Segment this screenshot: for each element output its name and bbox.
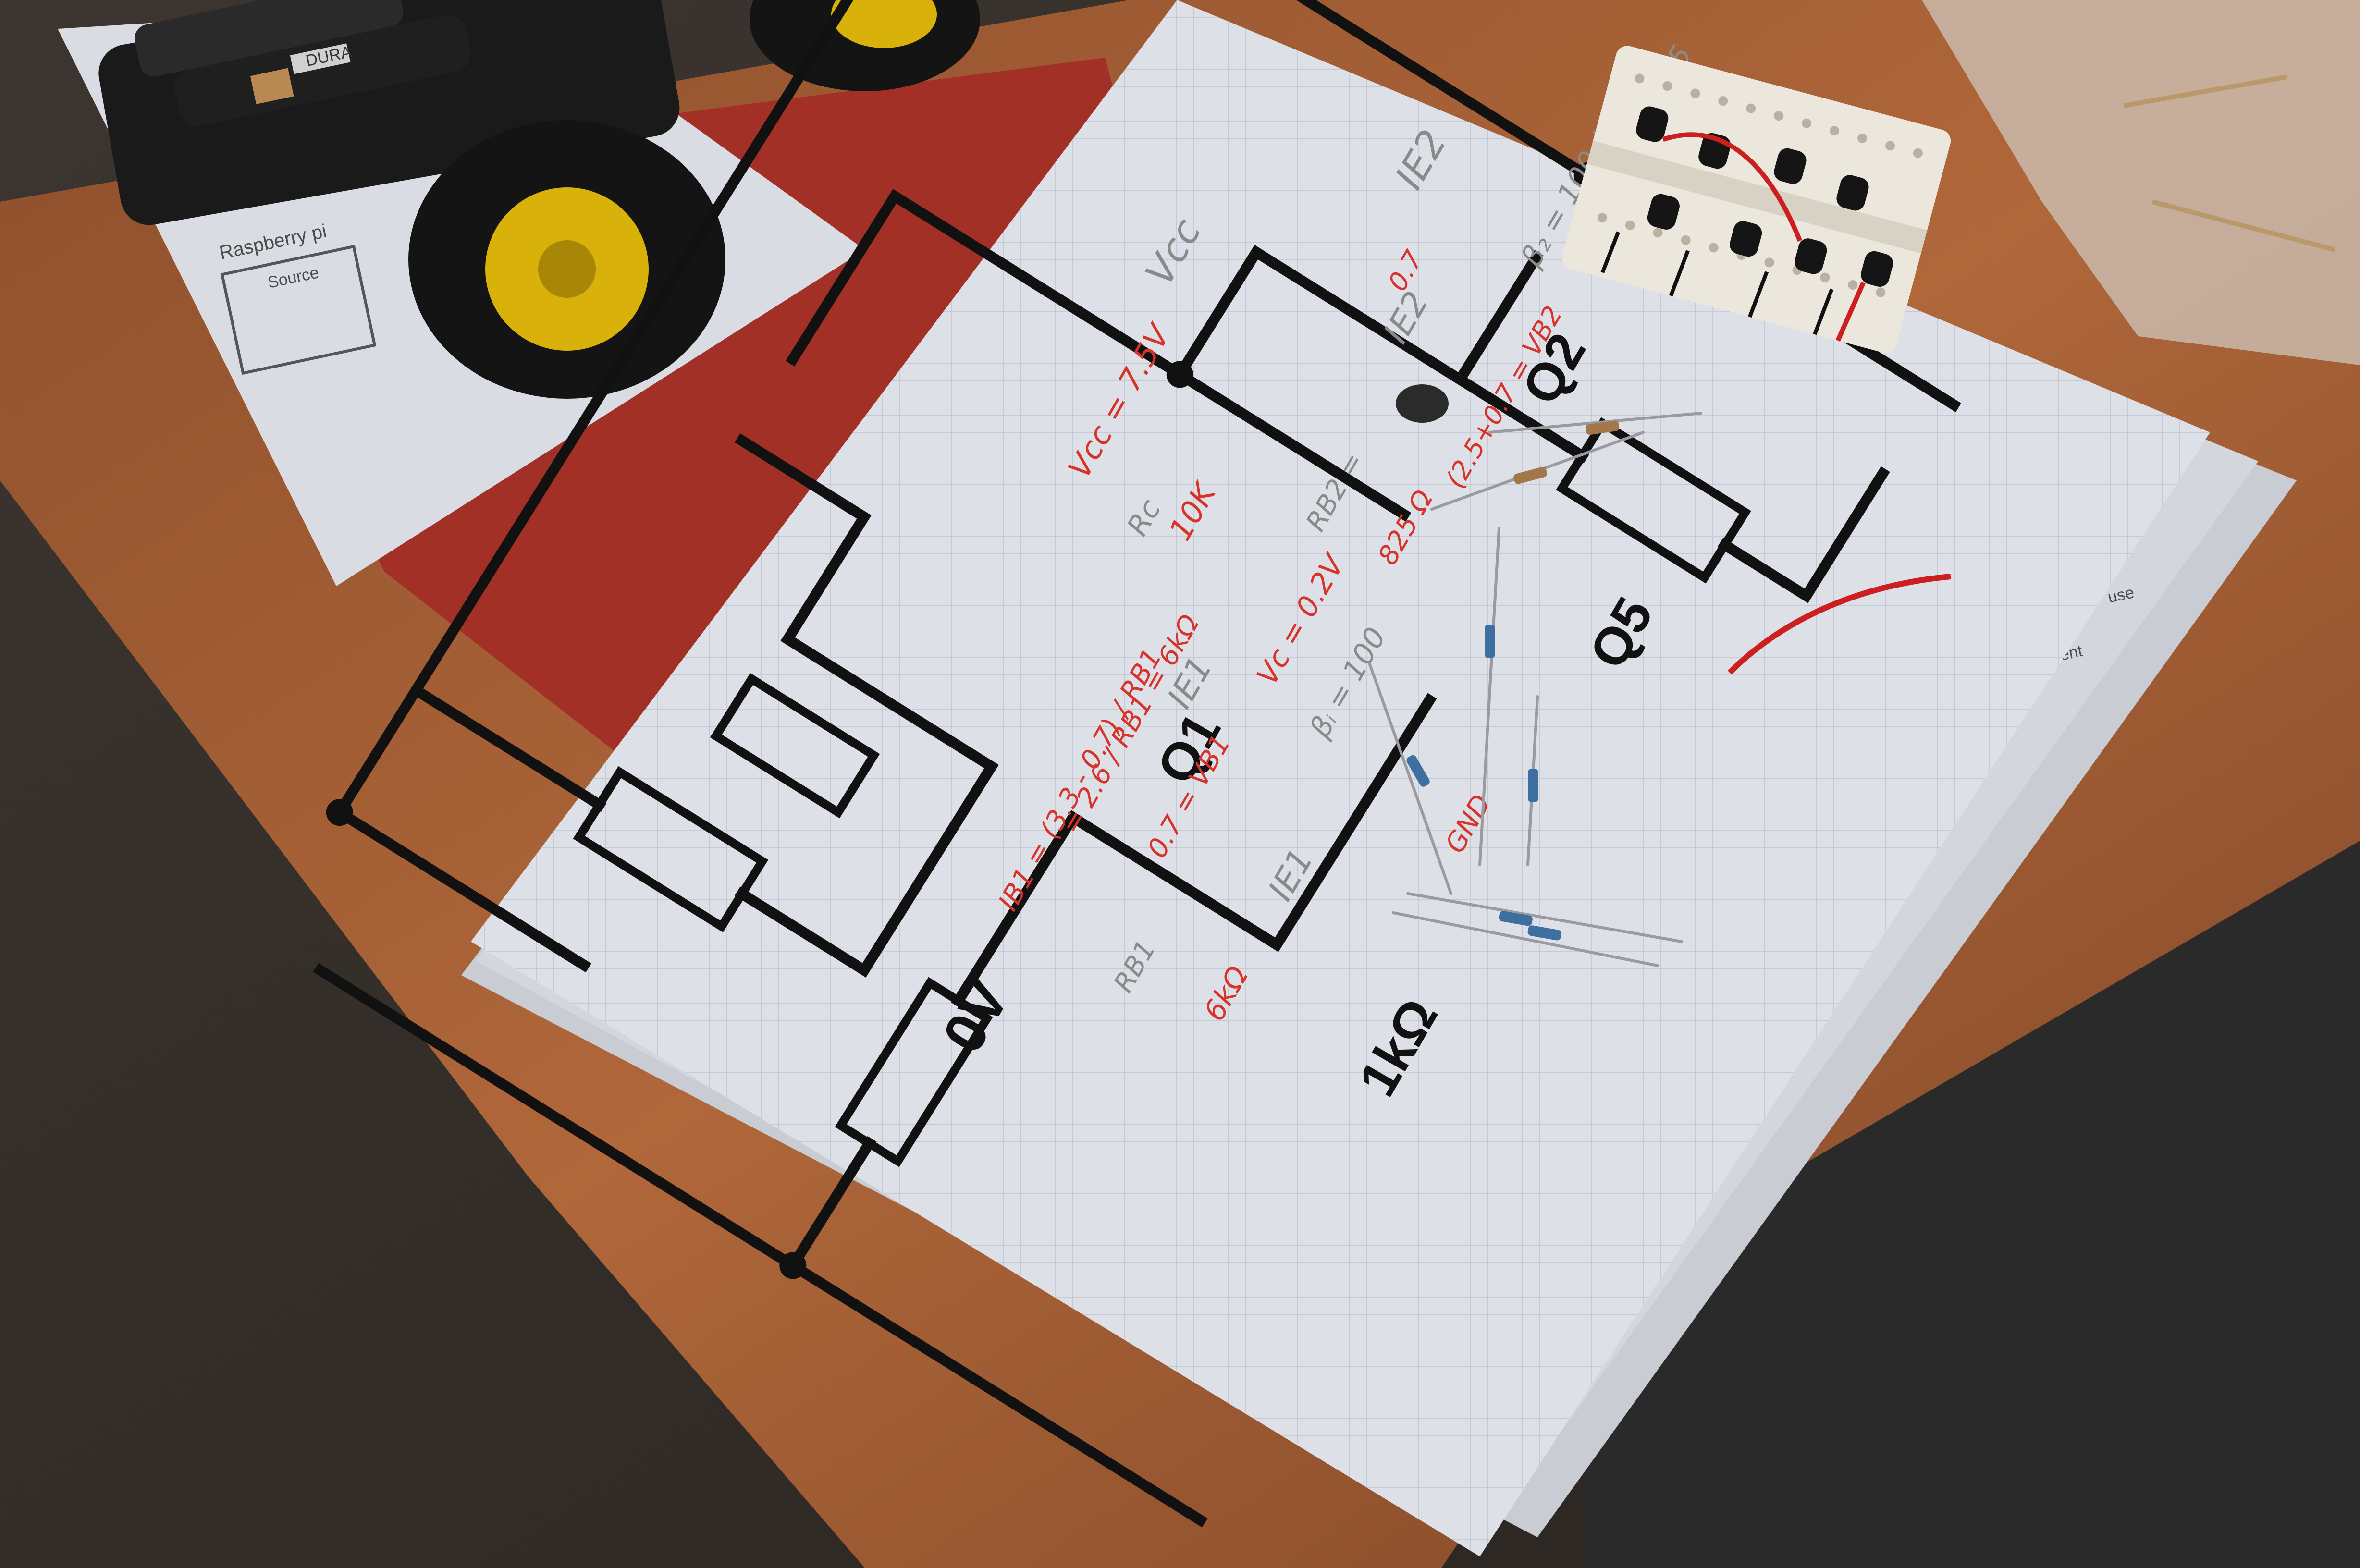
wire-rb1: [786, 810, 1081, 1273]
wire-q5: [1172, 367, 1412, 522]
battery-pack: DURA: [135, 0, 471, 126]
junction-node: [1166, 361, 1193, 388]
wire-load: [1066, 693, 1437, 952]
wire-rc: [408, 683, 872, 978]
breadboard: [1562, 46, 1951, 353]
schematic-sheet: [471, 0, 2210, 1556]
wire-top-rail: [313, 963, 1208, 1528]
wire-vcc-q2: [332, 805, 591, 973]
component-bags: [1922, 0, 2360, 365]
wire-right: [785, 189, 1264, 382]
wire-left-rail: [332, 0, 933, 820]
junction-node: [779, 1252, 807, 1279]
capacitor: [1396, 384, 1449, 423]
resistor-rb1: [835, 977, 993, 1167]
wire-bottom: [1249, 245, 1890, 603]
wire-q2-branch: [735, 433, 999, 774]
junction-node: [326, 799, 353, 826]
wheel-left: [408, 120, 725, 399]
red-jumper-wire: [1727, 574, 1951, 675]
resistor-rc: [573, 766, 769, 932]
wire-q5-base: [1452, 250, 1544, 387]
circuit-schematic: [313, 0, 1962, 1528]
wire-q1: [857, 759, 999, 978]
resistor-rb2: [710, 673, 880, 819]
loose-resistors: [1368, 412, 1702, 967]
